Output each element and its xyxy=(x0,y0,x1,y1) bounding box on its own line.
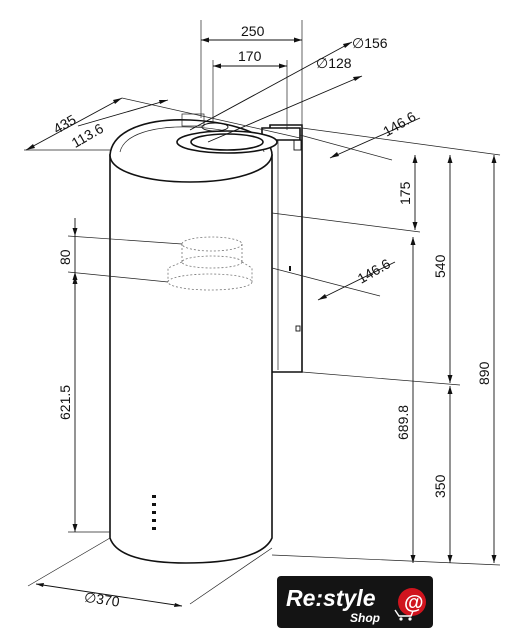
svg-text:∅370: ∅370 xyxy=(83,589,121,610)
logo-main-text: Re:style xyxy=(286,585,376,611)
svg-text:∅156: ∅156 xyxy=(352,35,388,51)
dimension-170: 170 xyxy=(212,48,288,130)
dim-146-6-top-label: 146.6 xyxy=(380,108,419,139)
svg-text:∅128: ∅128 xyxy=(316,55,352,71)
diameter-symbol: ∅ xyxy=(316,55,328,71)
dimension-621-5: 621.5 xyxy=(57,276,78,532)
dim-890-label: 890 xyxy=(476,361,492,385)
diameter-symbol: ∅ xyxy=(352,35,364,51)
dim-146-6-mid-label: 146.6 xyxy=(355,255,394,286)
logo-sub-text: Shop xyxy=(350,611,380,625)
dimension-146-6-top: 146.6 xyxy=(299,108,421,161)
logo-at-badge xyxy=(398,588,426,616)
motor-hidden-outline xyxy=(167,236,253,291)
dimension-dia-128: ∅128 xyxy=(207,55,363,143)
diameter-symbol: ∅ xyxy=(83,589,97,607)
dim-156-label: 156 xyxy=(364,35,388,51)
logo-badge-text: @ xyxy=(404,592,424,614)
dimension-350: 350 xyxy=(432,386,453,563)
dim-621-5-label: 621.5 xyxy=(57,385,73,420)
dim-80-label: 80 xyxy=(57,249,73,265)
dimension-689-8: 689.8 xyxy=(395,237,416,563)
dim-350-label: 350 xyxy=(432,474,448,498)
dim-175-label: 175 xyxy=(397,181,413,205)
dimension-dia-156: ∅156 xyxy=(189,35,388,131)
restyle-shop-logo: Re:style Shop @ xyxy=(277,576,433,628)
control-buttons xyxy=(152,495,156,530)
dim-250-label: 250 xyxy=(241,23,265,39)
dim-370-label: 370 xyxy=(95,591,121,610)
dim-128-label: 128 xyxy=(328,55,352,71)
dimension-540: 540 xyxy=(432,155,453,383)
dimension-dia-370: ∅370 xyxy=(27,537,273,610)
dimension-175: 175 xyxy=(397,155,418,230)
dimension-890: 890 xyxy=(476,155,497,563)
right-extension-lines xyxy=(271,127,501,566)
cart-icon xyxy=(394,609,414,617)
cylinder-hood-body xyxy=(109,113,278,564)
dim-540-label: 540 xyxy=(432,254,448,278)
dimension-250: 250 xyxy=(200,20,303,128)
dim-689-8-label: 689.8 xyxy=(395,405,411,440)
dim-170-label: 170 xyxy=(238,48,262,64)
